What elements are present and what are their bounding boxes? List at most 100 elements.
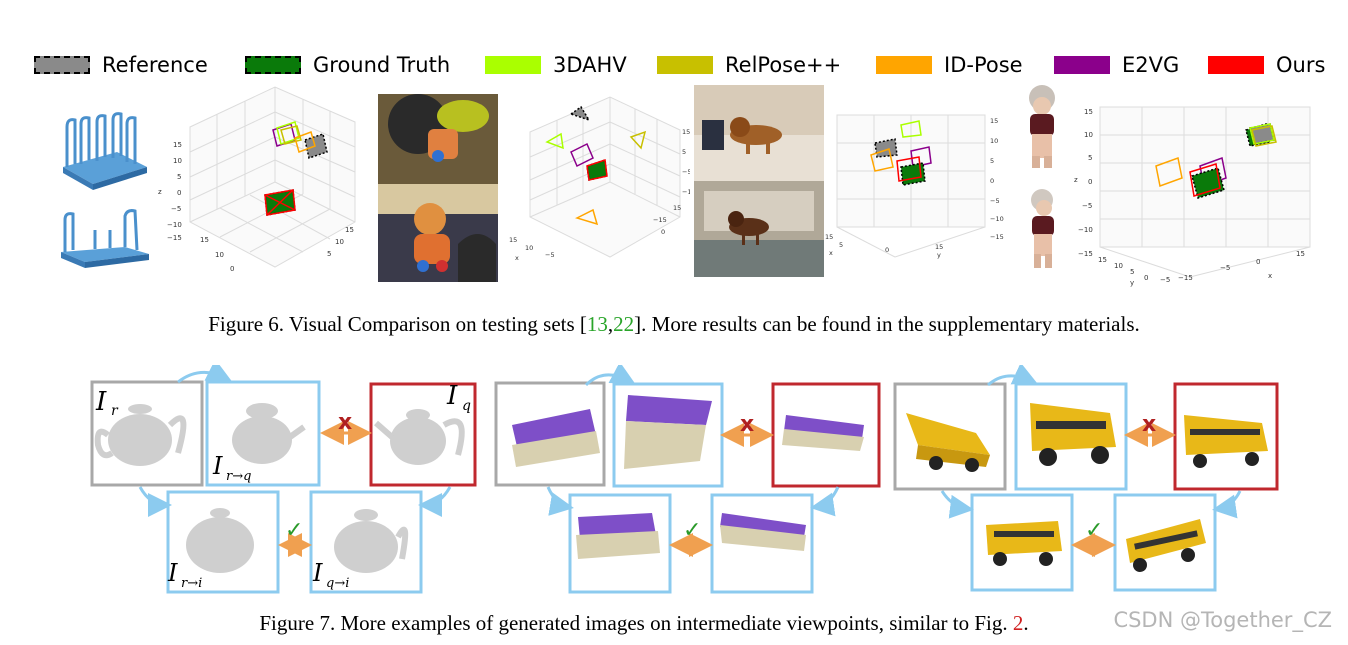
legend-swatch-ground-truth bbox=[245, 56, 301, 74]
bus-reference-frame bbox=[893, 382, 1007, 491]
legend-swatch-e2vg bbox=[1054, 56, 1110, 74]
legend-label-id-pose: ID-Pose bbox=[944, 53, 1023, 77]
plot4-y-tick: 0 bbox=[1144, 274, 1148, 282]
plot2-y-tick: 15 bbox=[673, 204, 681, 212]
legend-swatch-ours bbox=[1208, 56, 1264, 74]
legend-item-id-pose: ID-Pose bbox=[876, 50, 1023, 80]
teapot-example: I r I q I r→q I r→i I q→i x ✓ bbox=[90, 365, 477, 594]
plot2-ours-camera bbox=[586, 158, 608, 181]
pose-plot-1: 15 10 5 0 −5 −10 −15 z 15 10 0 15 10 5 bbox=[158, 86, 356, 273]
bus-arrow-left bbox=[940, 490, 974, 519]
legend-label-ground-truth: Ground Truth bbox=[313, 53, 451, 77]
watermark: CSDN @Together_CZ bbox=[1113, 608, 1332, 632]
plot4-z-axis-label: z bbox=[1074, 176, 1078, 184]
teapot-label-irq: I bbox=[212, 452, 223, 480]
legend-swatch-3dahv bbox=[485, 56, 541, 74]
plot1-z-tick: 10 bbox=[173, 157, 182, 165]
figure7-diagram: I r I q I r→q I r→i I q→i x ✓ bbox=[90, 365, 1279, 594]
plot3-ours-camera bbox=[896, 156, 922, 182]
plot2-z-tick: 15 bbox=[682, 128, 690, 136]
sofa-renders bbox=[512, 395, 864, 559]
plot2-x-tick: −5 bbox=[545, 251, 555, 259]
figure6-citation-link[interactable]: 22 bbox=[613, 312, 635, 336]
sofa-cross-icon: x bbox=[740, 412, 754, 437]
plot2-z-tick: 5 bbox=[682, 148, 686, 156]
plot4-z-tick: 0 bbox=[1088, 178, 1092, 186]
plot3-z-tick: 10 bbox=[990, 137, 998, 145]
plot4-ours-camera bbox=[1189, 163, 1221, 197]
plot1-y-tick: 5 bbox=[327, 250, 331, 258]
legend-label-relpose: RelPose++ bbox=[725, 53, 842, 77]
plot4-x-tick: 15 bbox=[1296, 250, 1305, 258]
plot2-y-tick: 0 bbox=[661, 228, 665, 236]
figure6-caption-sep: , bbox=[607, 312, 614, 336]
plot2-x-tick: 10 bbox=[525, 244, 533, 252]
figure7-caption-suffix: . bbox=[1023, 611, 1029, 635]
plot4-z-tick: 10 bbox=[1084, 131, 1093, 139]
figure6-caption: Figure 6. Visual Comparison on testing s… bbox=[0, 312, 1348, 337]
figure7-caption: Figure 7. More examples of generated ima… bbox=[0, 611, 1318, 636]
plot1-y-tick: 15 bbox=[345, 226, 354, 234]
plot1-z-tick: 15 bbox=[173, 141, 182, 149]
legend-swatch-reference bbox=[34, 56, 90, 74]
plot1-z-axis-label: z bbox=[158, 188, 162, 196]
toy-photo-pair bbox=[378, 94, 498, 282]
plot1-z-tick: 5 bbox=[177, 173, 181, 181]
plot2-z-tick: −5 bbox=[682, 168, 690, 176]
plot2-x-tick: 15 bbox=[509, 236, 517, 244]
doll-render-bottom bbox=[1031, 189, 1054, 268]
pose-plot-4: 15 10 5 0 −5 −10 −15 z 15 10 5 0 y −5 −1… bbox=[1074, 106, 1311, 287]
plot3-x-tick: 15 bbox=[825, 233, 833, 241]
plot4-x-axis-label: x bbox=[1268, 272, 1272, 280]
figure7-caption-prefix: Figure 7. More examples of generated ima… bbox=[259, 611, 1013, 635]
bus-check-icon: ✓ bbox=[1085, 518, 1103, 543]
plot4-3dahv-camera bbox=[1249, 123, 1275, 145]
legend-label-reference: Reference bbox=[102, 53, 208, 77]
plot3-y-tick: 0 bbox=[885, 246, 889, 254]
toy-photos bbox=[378, 94, 498, 282]
plot1-idpose-camera bbox=[294, 131, 316, 153]
rack-object-renders bbox=[61, 112, 149, 268]
pose-plot-3: 15 10 5 0 −5 −10 −15 15 5 x 0 15 y bbox=[825, 114, 1004, 259]
plot2-z-tick: −15 bbox=[682, 188, 690, 196]
legend-item-e2vg: E2VG bbox=[1054, 50, 1179, 80]
plot1-z-tick: 0 bbox=[177, 189, 181, 197]
plot4-y-tick: 10 bbox=[1114, 262, 1123, 270]
plot4-z-tick: −15 bbox=[1078, 250, 1093, 258]
figure6-citation-link[interactable]: 13 bbox=[586, 312, 608, 336]
plot4-idpose-camera bbox=[1155, 156, 1183, 188]
plot3-3dahv-camera bbox=[900, 120, 922, 138]
figure6-caption-prefix: Figure 6. Visual Comparison on testing s… bbox=[208, 312, 587, 336]
plot2-relpose-camera bbox=[629, 130, 647, 150]
plot3-x-tick: 5 bbox=[839, 241, 843, 249]
teapot-label-ir-sub: r bbox=[111, 403, 119, 419]
lion-photos bbox=[694, 85, 824, 277]
teapot-label-iq-sub: q bbox=[462, 398, 471, 414]
plot1-x-tick: 10 bbox=[215, 251, 224, 259]
legend-swatch-relpose bbox=[657, 56, 713, 74]
figure6-panels: 15 10 5 0 −5 −10 −15 z 15 10 0 15 10 5 bbox=[0, 82, 1348, 287]
doll-renders bbox=[1029, 85, 1055, 268]
plot3-z-tick: 15 bbox=[990, 117, 998, 125]
plot2-idpose-camera bbox=[574, 208, 599, 226]
plot1-x-tick: 15 bbox=[200, 236, 209, 244]
bus-cross-icon: x bbox=[1142, 412, 1156, 437]
plot3-y-tick: 15 bbox=[935, 243, 943, 251]
sofa-example: x ✓ bbox=[494, 365, 881, 594]
sofa-check-icon: ✓ bbox=[683, 518, 701, 543]
sofa-arrow-left bbox=[546, 486, 574, 516]
teapot-arrow-left bbox=[138, 486, 172, 517]
rack-render-top bbox=[63, 112, 147, 190]
plot1-y-tick: 10 bbox=[335, 238, 344, 246]
legend-swatch-id-pose bbox=[876, 56, 932, 74]
figure7-figure-link[interactable]: 2 bbox=[1012, 611, 1024, 635]
legend-label-e2vg: E2VG bbox=[1122, 53, 1180, 77]
teapot-renders bbox=[94, 403, 465, 573]
bus-renders bbox=[906, 403, 1268, 572]
teapot-generated-frame bbox=[205, 380, 321, 487]
legend-label-ours: Ours bbox=[1276, 53, 1326, 77]
plot3-z-tick: 0 bbox=[990, 177, 994, 185]
sofa-arrow-right bbox=[810, 486, 840, 517]
teapot-label-iri-sub: r→i bbox=[181, 576, 202, 591]
teapot-label-iqi: I bbox=[312, 559, 323, 587]
